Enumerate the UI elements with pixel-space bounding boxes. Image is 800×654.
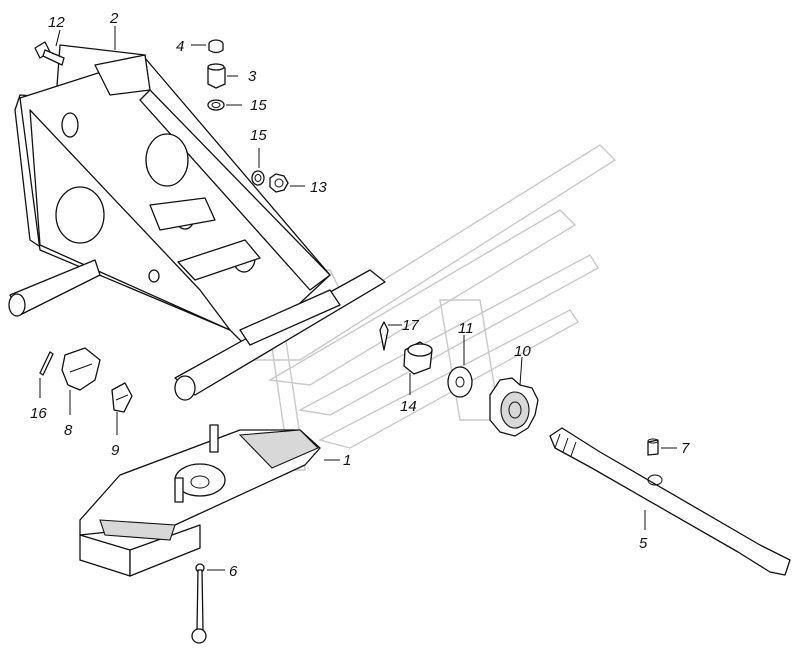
callout-14-label: 14	[400, 398, 417, 415]
castle-nut-part-14	[403, 341, 433, 375]
callout-8-label: 8	[64, 422, 73, 439]
shaft-part-5	[549, 427, 791, 576]
callout-2: 2	[109, 10, 119, 50]
pin-part-7	[647, 438, 659, 456]
callout-6-label: 6	[229, 563, 238, 580]
callout-6: 6	[207, 563, 238, 580]
callout-13-label: 13	[310, 179, 327, 196]
callout-7-label: 7	[681, 440, 690, 457]
callout-17: 17	[388, 317, 419, 334]
callout-10: 10	[514, 343, 531, 386]
washer-part-15-upper	[207, 99, 225, 111]
callout-4: 4	[176, 38, 206, 55]
callout-16-label: 16	[30, 405, 47, 422]
callout-12-label: 12	[48, 14, 65, 31]
callout-1-label: 1	[343, 452, 351, 469]
bracket-frame-part	[8, 44, 386, 401]
base-block-part-1	[79, 424, 321, 577]
cap-part-4	[208, 39, 224, 54]
callout-11: 11	[458, 320, 474, 365]
callout-15b: 15	[250, 127, 267, 168]
callout-9: 9	[111, 412, 120, 459]
callout-3: 3	[227, 68, 257, 85]
callout-5: 5	[639, 510, 648, 552]
clip-part-9	[111, 382, 133, 413]
callout-4-label: 4	[176, 38, 184, 55]
callout-8: 8	[64, 390, 73, 439]
callout-10-label: 10	[514, 343, 531, 360]
callout-12: 12	[48, 14, 65, 47]
callout-9-label: 9	[111, 442, 120, 459]
callout-13: 13	[290, 179, 327, 196]
clamp-part-8	[61, 347, 101, 391]
washer-part-11	[447, 366, 473, 398]
callout-15a-label: 15	[250, 97, 267, 114]
callout-5-label: 5	[639, 535, 648, 552]
washer-part-15-lower	[251, 170, 265, 186]
callout-3-label: 3	[248, 68, 257, 85]
pin-part-16	[39, 351, 54, 376]
callout-1: 1	[324, 452, 351, 469]
gear-part-10	[489, 377, 539, 437]
nut-part-13	[269, 173, 289, 193]
callout-16: 16	[30, 378, 47, 422]
callout-2-label: 2	[109, 10, 119, 27]
callout-15a: 15	[226, 97, 267, 114]
cotter-pin-part-17	[379, 321, 389, 351]
bolt-part-12	[34, 41, 65, 66]
rod-part-6	[191, 563, 207, 644]
callout-labels: 12 2 4 3 15 15 13 17 11 10 14 16 8 9 1 7…	[30, 10, 690, 580]
callout-11-label: 11	[458, 320, 474, 337]
callout-7: 7	[661, 440, 690, 457]
callout-17-label: 17	[402, 317, 419, 334]
callout-14: 14	[400, 373, 417, 415]
nut-part-3	[207, 63, 226, 89]
callout-15b-label: 15	[250, 127, 267, 144]
